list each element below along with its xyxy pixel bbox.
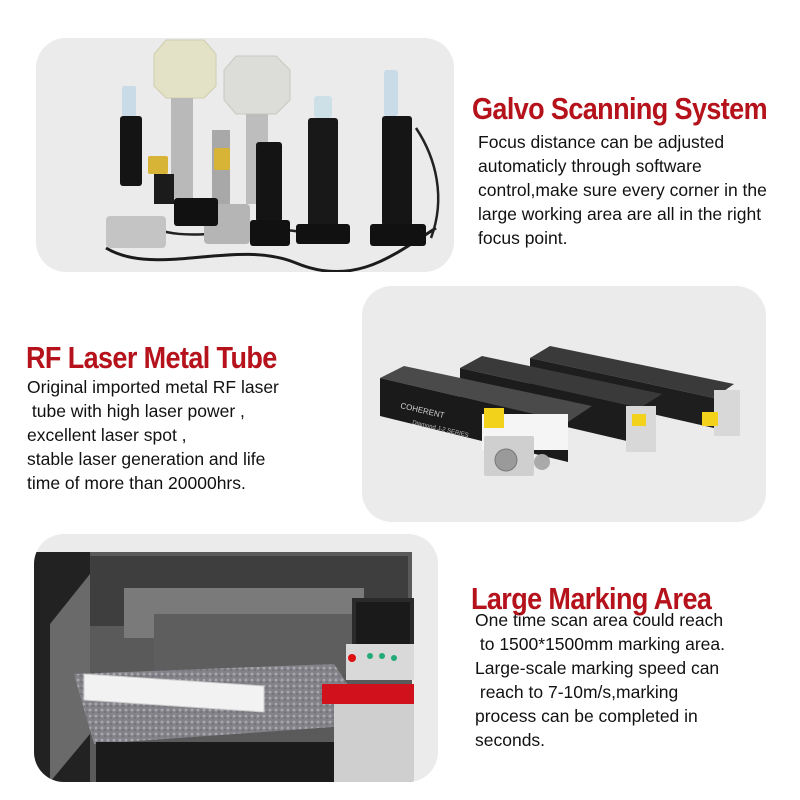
- marking-area-title: Large Marking Area: [471, 582, 712, 617]
- text-line: large working area are all in the right: [478, 204, 762, 224]
- text-line: reach to 7-10m/s,marking: [475, 682, 679, 702]
- galvo-scanners-illustration: [105, 39, 440, 272]
- marking-area-description: One time scan area could reach to 1500*1…: [475, 608, 725, 752]
- rf-tube-description: Original imported metal RF laser tube wi…: [27, 375, 279, 495]
- text-line: excellent laser spot ,: [27, 425, 187, 445]
- marking-machine-illustration: [34, 552, 414, 782]
- galvo-photo-panel: [36, 38, 454, 272]
- text-line: seconds.: [475, 730, 546, 750]
- text-line: tube with high laser power ,: [27, 401, 245, 421]
- text-line: focus point.: [478, 228, 568, 248]
- text-line: stable laser generation and life: [27, 449, 266, 469]
- text-line: to 1500*1500mm marking area.: [475, 634, 725, 654]
- rf-tube-title: RF Laser Metal Tube: [26, 341, 277, 376]
- text-line: Original imported metal RF laser: [27, 377, 279, 397]
- text-line: Large-scale marking speed can: [475, 658, 720, 678]
- text-line: automaticly through software: [478, 156, 702, 176]
- rf-tube-photo-panel: COHERENT Diamond J-2 SERIES: [362, 286, 766, 522]
- text-line: time of more than 20000hrs.: [27, 473, 246, 493]
- galvo-description: Focus distance can be adjusted automatic…: [478, 130, 767, 250]
- marking-area-photo-panel: [34, 534, 438, 782]
- text-line: control,make sure every corner in the: [478, 180, 767, 200]
- laser-tubes-illustration: COHERENT Diamond J-2 SERIES: [380, 346, 740, 476]
- text-line: One time scan area could reach: [475, 610, 724, 630]
- galvo-title: Galvo Scanning System: [472, 92, 768, 127]
- text-line: Focus distance can be adjusted: [478, 132, 725, 152]
- text-line: process can be completed in: [475, 706, 698, 726]
